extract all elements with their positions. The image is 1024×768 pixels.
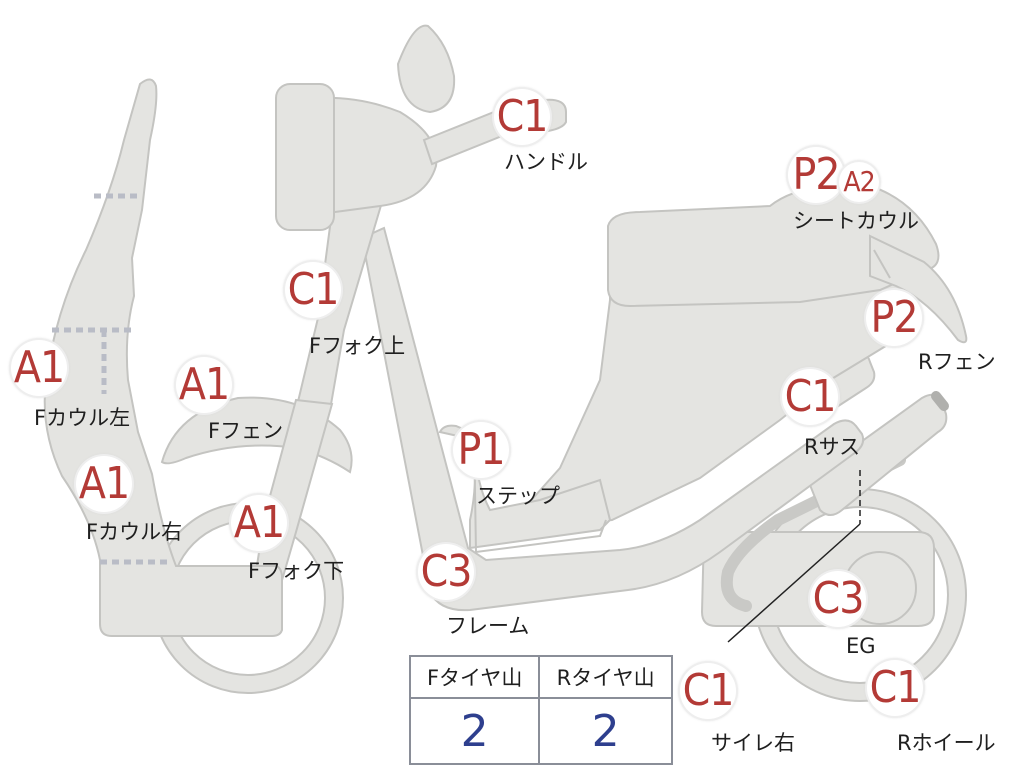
code-badge-front-fork-lower: A1 (231, 495, 287, 551)
code-badge-seat-cowl-secondary: A2 (839, 162, 879, 202)
label-rear-wheel: Rホイール (897, 731, 996, 755)
label-front-fork-lower: Fフォク下 (248, 559, 345, 583)
tire-tread-table: Fタイヤ山 Rタイヤ山 2 2 (408, 655, 673, 765)
code-badge-frame: C3 (418, 544, 474, 600)
value-front-tire-tread: 2 (408, 697, 541, 765)
header-rear-tire-tread: Rタイヤ山 (538, 655, 673, 699)
frame (360, 226, 865, 612)
label-rear-shock: Rサス (804, 435, 861, 459)
label-rear-fender: Rフェン (918, 350, 996, 374)
label-front-fork-upper: Fフォク上 (309, 334, 406, 358)
leader-line (727, 523, 861, 643)
label-front-cowl-right: Fカウル右 (86, 520, 183, 544)
code-badge-handle: C1 (494, 89, 550, 145)
exhaust-pipe (720, 454, 906, 612)
code-badge-muffler-right: C1 (680, 663, 736, 719)
headlight-lens (275, 83, 335, 231)
table-header-row: Fタイヤ山 Rタイヤ山 (408, 655, 673, 699)
code-badge-rear-wheel: C1 (867, 660, 923, 716)
code-badge-front-cowl-left: A1 (11, 340, 67, 396)
code-badge-rear-shock: C1 (782, 369, 838, 425)
code-badge-front-fork-upper: C1 (285, 262, 341, 318)
code-badge-front-fender: A1 (176, 357, 232, 413)
mirror (396, 24, 456, 114)
code-badge-seat-cowl: P2 (788, 147, 844, 203)
label-front-fender: Fフェン (208, 419, 284, 443)
code-badge-front-cowl-right: A1 (76, 456, 132, 512)
table-value-row: 2 2 (408, 697, 673, 765)
code-badge-rear-fender: P2 (866, 290, 922, 346)
label-muffler-right: サイレ右 (711, 731, 795, 755)
label-step: ステップ (476, 484, 560, 508)
code-badge-engine: C3 (810, 571, 866, 627)
label-handle: ハンドル (504, 150, 588, 174)
label-seat-cowl: シートカウル (793, 209, 919, 233)
label-front-cowl-left: Fカウル左 (34, 406, 131, 430)
floor-step (438, 424, 612, 550)
header-front-tire-tread: Fタイヤ山 (408, 655, 541, 699)
label-engine: EG (846, 634, 876, 658)
code-badge-step: P1 (453, 422, 509, 478)
seat-cowl (607, 185, 940, 308)
shock-rod (931, 391, 949, 411)
value-rear-tire-tread: 2 (538, 697, 673, 765)
label-frame: フレーム (446, 614, 530, 638)
